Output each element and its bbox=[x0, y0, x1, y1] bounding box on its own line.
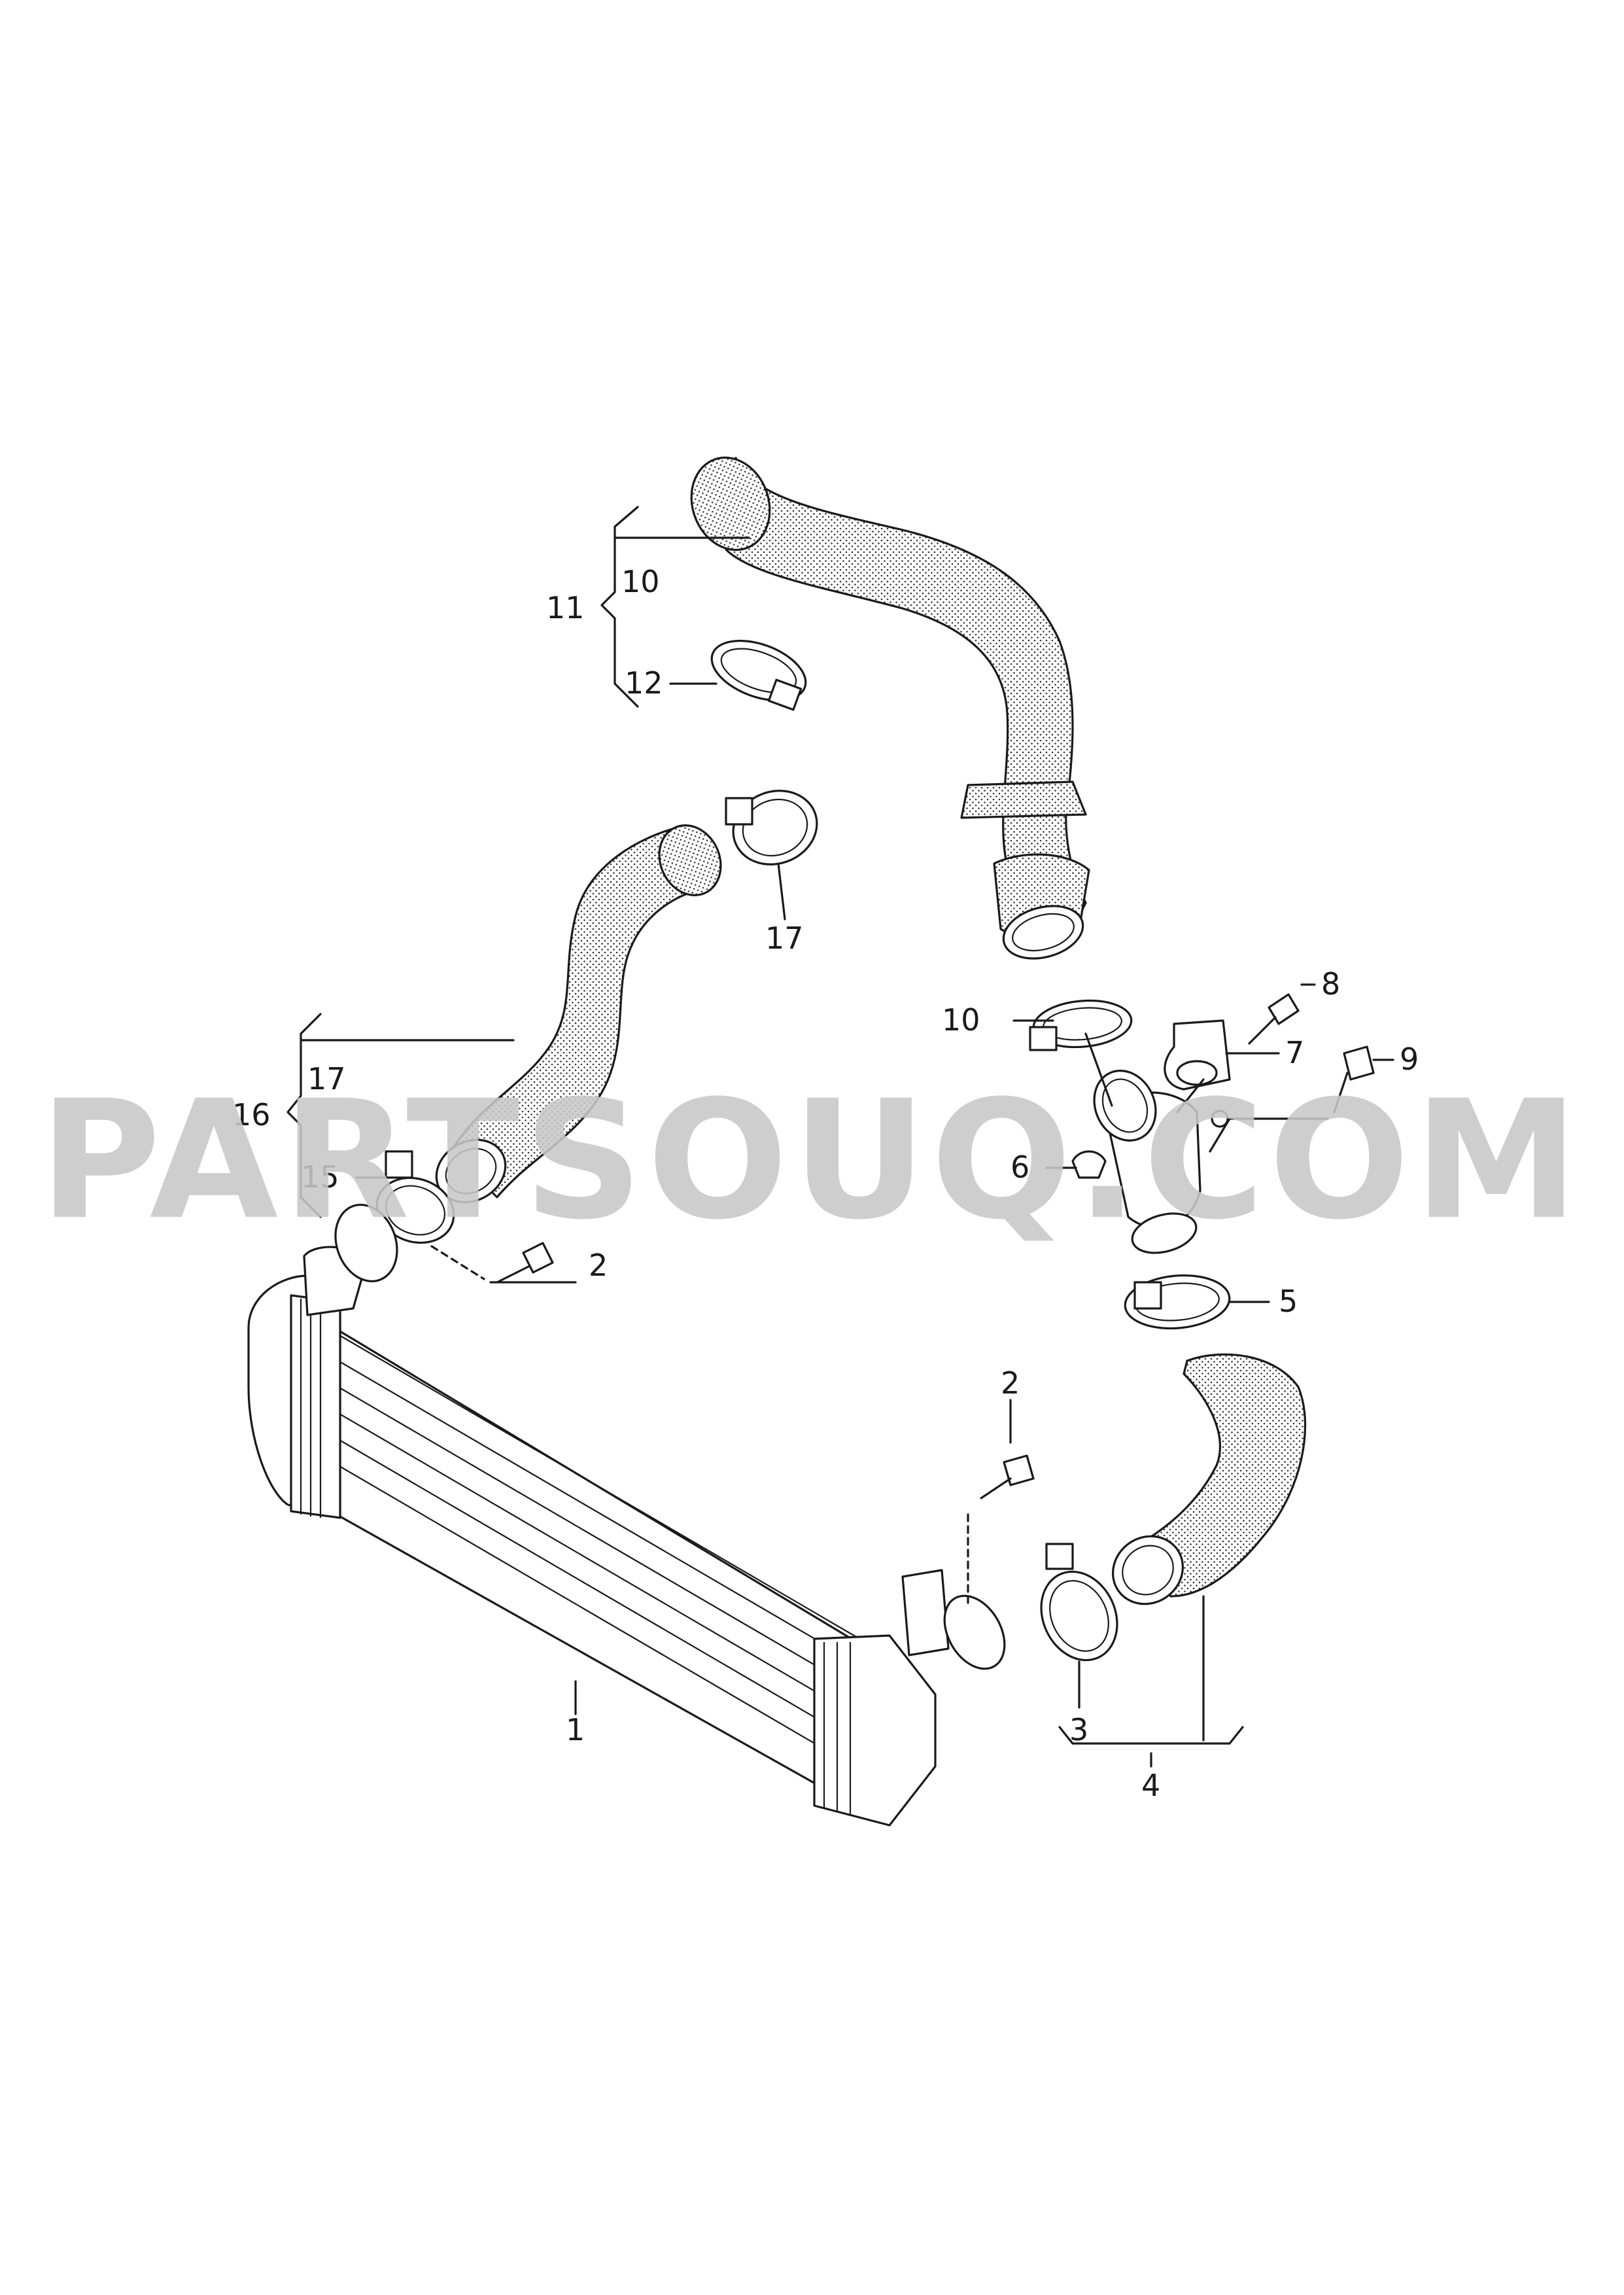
group-brace-11 bbox=[600, 506, 639, 708]
upper-charge-air-hose bbox=[690, 456, 1090, 960]
right-mount-bracket bbox=[901, 1569, 950, 1656]
hose-clamp-12 bbox=[710, 639, 807, 711]
callout-1: 1 bbox=[566, 1712, 585, 1747]
callout-17-top: 17 bbox=[765, 920, 804, 956]
hose-clamp-15 bbox=[375, 1150, 455, 1244]
valve-housing bbox=[1093, 1070, 1229, 1254]
callout-7: 7 bbox=[1285, 1035, 1304, 1070]
callout-12: 12 bbox=[625, 665, 663, 701]
middle-charge-air-hose bbox=[435, 824, 722, 1204]
callout-9: 9 bbox=[1400, 1042, 1419, 1077]
rivet-9 bbox=[1333, 1045, 1375, 1113]
callout-6: 6 bbox=[1011, 1149, 1029, 1185]
callout-2-right: 2 bbox=[1001, 1365, 1020, 1401]
hose-clamp-3 bbox=[1040, 1543, 1118, 1662]
lower-charge-air-hose bbox=[1111, 1353, 1307, 1605]
bolt-2-left bbox=[496, 1242, 554, 1284]
group-brace-16 bbox=[286, 1013, 322, 1218]
callout-11: 11 bbox=[546, 590, 585, 625]
hose-clamp-17-top bbox=[725, 790, 818, 866]
callout-10-top: 10 bbox=[621, 564, 660, 599]
hose-collar bbox=[960, 780, 1087, 819]
left-outlet-pipe bbox=[334, 1203, 398, 1283]
callout-15: 15 bbox=[301, 1159, 339, 1195]
callout-2-left: 2 bbox=[589, 1248, 608, 1283]
right-inlet-pipe bbox=[943, 1594, 1006, 1670]
callout-16: 16 bbox=[232, 1097, 271, 1132]
hose-outlet bbox=[1002, 905, 1084, 960]
callout-8: 8 bbox=[1321, 966, 1340, 1002]
watermark: PARTSOUQ.COM bbox=[39, 1065, 1583, 1255]
leader-lines bbox=[300, 536, 1394, 1768]
bolt-8 bbox=[1248, 993, 1300, 1045]
callout-5: 5 bbox=[1279, 1284, 1298, 1319]
callout-10-lower: 10 bbox=[942, 1002, 980, 1038]
callouts: 1 2 2 3 4 5 6 7 8 9 10 10 11 12 15 16 17… bbox=[232, 564, 1419, 1803]
callout-3: 3 bbox=[1069, 1712, 1088, 1747]
valve-outlet bbox=[1131, 1212, 1198, 1254]
callout-4: 4 bbox=[1141, 1768, 1160, 1803]
hose-clamp-10-lower bbox=[1029, 999, 1133, 1051]
clip-6 bbox=[1071, 1150, 1107, 1179]
intercooler bbox=[247, 1203, 1006, 1827]
callout-17-group: 17 bbox=[307, 1061, 346, 1096]
bolt-2-right bbox=[980, 1454, 1035, 1499]
hose-clamp-5 bbox=[1124, 1274, 1231, 1330]
sensor-bracket-7 bbox=[1164, 1019, 1231, 1091]
